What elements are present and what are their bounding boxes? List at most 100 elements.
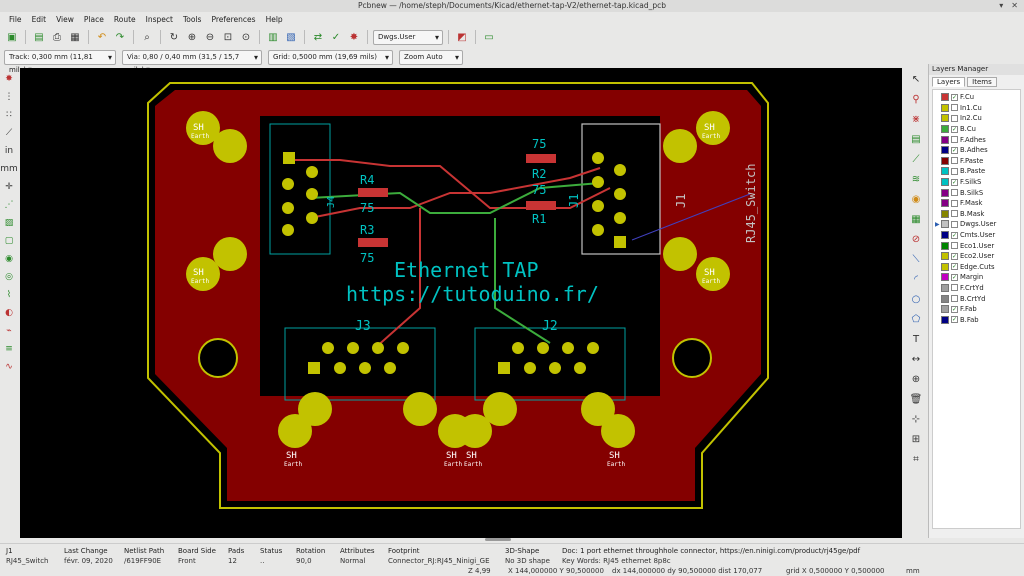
layer-color-swatch[interactable] bbox=[941, 315, 949, 324]
layer-row[interactable]: ✓B.Fab bbox=[933, 314, 1020, 325]
layer-row[interactable]: ✓Eco2.User bbox=[933, 251, 1020, 262]
layer-visibility-checkbox[interactable]: ✓ bbox=[951, 263, 958, 271]
pcb-canvas[interactable]: Ethernet TAP https://tutoduino.fr/ J3 J2… bbox=[20, 68, 902, 538]
add-arc-icon[interactable]: ◜ bbox=[914, 274, 918, 285]
layer-color-swatch[interactable] bbox=[941, 305, 949, 314]
zoom-select[interactable]: Zoom Auto bbox=[399, 49, 463, 65]
drc-icon[interactable]: ✓ bbox=[331, 31, 341, 43]
layer-row[interactable]: ✓F.CrtYd bbox=[933, 283, 1020, 294]
set-grid-origin-icon[interactable]: ⊞ bbox=[911, 434, 921, 445]
layer-visibility-checkbox[interactable]: ✓ bbox=[951, 93, 958, 101]
zoom-selection-icon[interactable]: ⊙ bbox=[241, 31, 251, 43]
layer-visibility-checkbox[interactable]: ✓ bbox=[951, 189, 958, 197]
layer-row[interactable]: ✓B.SilkS bbox=[933, 187, 1020, 198]
layer-visibility-checkbox[interactable]: ✓ bbox=[951, 210, 958, 218]
track-width-select[interactable]: Track: 0,300 mm (11,81 mils) * bbox=[4, 49, 116, 74]
layer-pair-icon[interactable]: ◩ bbox=[457, 31, 467, 43]
layer-visibility-checkbox[interactable]: ✓ bbox=[951, 146, 958, 154]
layer-color-swatch[interactable] bbox=[941, 114, 949, 123]
layer-row[interactable]: ✓Margin bbox=[933, 272, 1020, 283]
canvas-scrollbar[interactable] bbox=[485, 538, 511, 541]
select-icon[interactable]: ↖ bbox=[911, 74, 921, 85]
layer-row[interactable]: ✓F.SilkS bbox=[933, 177, 1020, 188]
bug-icon[interactable]: ✸ bbox=[349, 31, 359, 43]
polar-coords-icon[interactable]: ⟋ bbox=[5, 128, 13, 138]
layer-color-swatch[interactable] bbox=[941, 220, 949, 229]
layer-row[interactable]: ✓B.CrtYd bbox=[933, 293, 1020, 304]
route-track-icon[interactable]: ⟋ bbox=[912, 154, 920, 165]
layer-visibility-checkbox[interactable]: ✓ bbox=[951, 231, 958, 239]
zone-fill-icon[interactable]: ▨ bbox=[4, 218, 14, 228]
minimize-icon[interactable]: ▾ bbox=[999, 1, 1004, 10]
layer-visibility-checkbox[interactable]: ✓ bbox=[951, 284, 958, 292]
layer-row[interactable]: ✓F.Fab bbox=[933, 304, 1020, 315]
menu-preferences[interactable]: Preferences bbox=[211, 15, 256, 24]
redo-icon[interactable]: ↷ bbox=[115, 31, 125, 43]
layer-visibility-checkbox[interactable]: ✓ bbox=[951, 252, 958, 260]
layer-color-swatch[interactable] bbox=[941, 273, 949, 282]
page-settings-icon[interactable]: ▤ bbox=[34, 31, 44, 43]
measure-icon[interactable]: ⌗ bbox=[913, 454, 919, 465]
layer-row[interactable]: ✓In1.Cu bbox=[933, 103, 1020, 114]
units-mm-icon[interactable]: mm bbox=[0, 164, 18, 174]
layer-visibility-checkbox[interactable]: ✓ bbox=[951, 136, 958, 144]
find-icon[interactable]: ⌕ bbox=[144, 31, 150, 43]
layer-color-swatch[interactable] bbox=[941, 93, 949, 102]
pad-sketch-icon[interactable]: ◉ bbox=[5, 254, 13, 264]
layer-row[interactable]: ✓Cmts.User bbox=[933, 230, 1020, 241]
grid-select[interactable]: Grid: 0,5000 mm (19,69 mils) bbox=[268, 49, 393, 65]
add-circle-icon[interactable]: ○ bbox=[911, 294, 921, 305]
zoom-out-icon[interactable]: ⊖ bbox=[205, 31, 215, 43]
layer-color-swatch[interactable] bbox=[941, 252, 949, 261]
layer-color-swatch[interactable] bbox=[941, 262, 949, 271]
layer-row[interactable]: ✓B.Mask bbox=[933, 209, 1020, 220]
zoom-in-icon[interactable]: ⊕ bbox=[187, 31, 197, 43]
print-icon[interactable]: ⎙ bbox=[53, 31, 61, 43]
layer-color-swatch[interactable] bbox=[941, 199, 949, 208]
layer-color-swatch[interactable] bbox=[941, 231, 949, 240]
layer-color-swatch[interactable] bbox=[941, 103, 949, 112]
grid-toggle-icon[interactable]: ⋮ bbox=[4, 92, 14, 102]
highlight-net-icon[interactable]: ⚲ bbox=[912, 94, 920, 105]
layer-color-swatch[interactable] bbox=[941, 167, 949, 176]
delete-icon[interactable]: 🗑 bbox=[909, 394, 923, 405]
zone-outline-icon[interactable]: ▢ bbox=[4, 236, 14, 246]
layer-row[interactable]: ✓In2.Cu bbox=[933, 113, 1020, 124]
layer-color-swatch[interactable] bbox=[941, 283, 949, 292]
layer-row[interactable]: ✓F.Paste bbox=[933, 156, 1020, 167]
layer-row[interactable]: ✓B.Paste bbox=[933, 166, 1020, 177]
add-zone-icon[interactable]: ▦ bbox=[911, 214, 921, 225]
layer-visibility-checkbox[interactable]: ✓ bbox=[951, 295, 958, 303]
grid-dots-icon[interactable]: ∷ bbox=[6, 110, 12, 120]
layer-row[interactable]: ✓B.Cu bbox=[933, 124, 1020, 135]
layer-visibility-checkbox[interactable]: ✓ bbox=[951, 273, 958, 281]
local-ratsnest-icon[interactable]: ⋇ bbox=[911, 114, 921, 125]
layer-row[interactable]: ✓F.Adhes bbox=[933, 134, 1020, 145]
menu-tools[interactable]: Tools bbox=[182, 15, 202, 24]
layer-color-swatch[interactable] bbox=[941, 188, 949, 197]
layer-color-swatch[interactable] bbox=[941, 241, 949, 250]
layer-visibility-checkbox[interactable]: ✓ bbox=[951, 199, 958, 207]
layer-visibility-checkbox[interactable]: ✓ bbox=[951, 305, 958, 313]
add-line-icon[interactable]: ⟍ bbox=[912, 254, 920, 265]
menu-help[interactable]: Help bbox=[265, 15, 283, 24]
layer-row[interactable]: ✓F.Mask bbox=[933, 198, 1020, 209]
microwave-icon[interactable]: ⌁ bbox=[6, 326, 12, 336]
layer-color-swatch[interactable] bbox=[941, 146, 949, 155]
layer-visibility-checkbox[interactable]: ✓ bbox=[951, 104, 958, 112]
layer-visibility-checkbox[interactable]: ✓ bbox=[951, 316, 958, 324]
units-inch-icon[interactable]: in bbox=[4, 146, 14, 156]
layer-row[interactable]: ✓Edge.Cuts bbox=[933, 262, 1020, 273]
menu-edit[interactable]: Edit bbox=[31, 15, 47, 24]
menu-view[interactable]: View bbox=[56, 15, 74, 24]
plot-icon[interactable]: ▦ bbox=[70, 31, 80, 43]
high-contrast-icon[interactable]: ◐ bbox=[5, 308, 13, 318]
zoom-fit-icon[interactable]: ⊡ bbox=[223, 31, 233, 43]
layer-visibility-checkbox[interactable]: ✓ bbox=[951, 220, 958, 228]
layer-visibility-checkbox[interactable]: ✓ bbox=[951, 178, 958, 186]
board-setup-icon[interactable]: ▣ bbox=[7, 31, 17, 43]
via-size-select[interactable]: Via: 0,80 / 0,40 mm (31,5 / 15,7 mils) * bbox=[122, 49, 262, 74]
drc-marker-icon[interactable]: ✸ bbox=[5, 74, 13, 84]
close-icon[interactable]: ✕ bbox=[1011, 1, 1018, 10]
add-via-icon[interactable]: ◉ bbox=[911, 194, 921, 205]
